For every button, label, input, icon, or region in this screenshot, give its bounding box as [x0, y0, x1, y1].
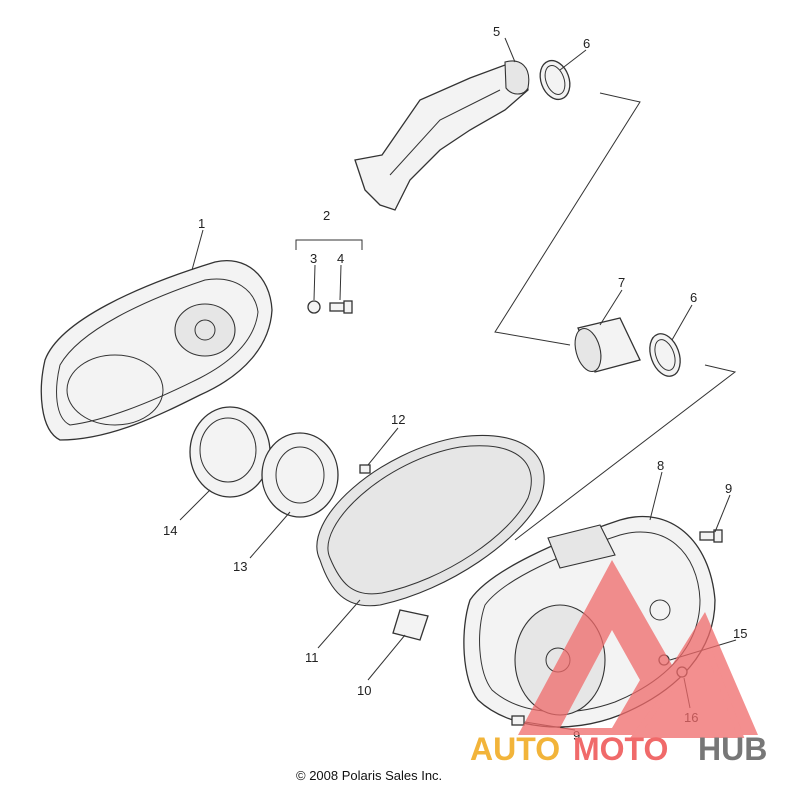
part-screw-12	[359, 464, 371, 474]
callout-6b: 6	[690, 290, 697, 305]
part-label	[392, 609, 429, 641]
callout-2: 2	[323, 208, 330, 223]
part-bolt-9-bottom	[511, 715, 525, 726]
callout-9a: 9	[725, 481, 732, 496]
callout-4: 4	[337, 251, 344, 266]
part-plate	[261, 432, 339, 518]
watermark-logo	[518, 560, 758, 738]
callout-3: 3	[310, 251, 317, 266]
svg-text:MOTO: MOTO	[573, 731, 668, 767]
callout-6a: 6	[583, 36, 590, 51]
part-clamp-top	[539, 59, 571, 101]
callout-10: 10	[357, 683, 371, 698]
watermark-text: AUTO MOTO HUB	[470, 731, 767, 767]
callout-labels: 1 2 3 4 5 6 6 7 8 9 9 10 11 12 13 14 15 …	[163, 24, 747, 743]
callout-1: 1	[198, 216, 205, 231]
part-intake-duct	[354, 60, 530, 211]
svg-text:AUTO: AUTO	[470, 731, 560, 767]
callout-11: 11	[305, 650, 319, 665]
callout-9b: 9	[573, 728, 580, 743]
callout-15: 15	[733, 626, 747, 641]
callout-12: 12	[391, 412, 405, 427]
callout-5: 5	[493, 24, 500, 39]
leader-sleeve	[514, 364, 737, 541]
leader-duct	[494, 92, 641, 346]
callout-7: 7	[618, 275, 625, 290]
part-belt	[316, 435, 545, 607]
part-seal	[189, 406, 271, 498]
part-bolt-4	[329, 300, 353, 314]
part-sleeve	[574, 317, 641, 373]
callout-13: 13	[233, 559, 247, 574]
part-inner-cover	[40, 260, 273, 441]
copyright-text: © 2008 Polaris Sales Inc.	[296, 768, 442, 783]
svg-text:HUB: HUB	[698, 731, 767, 767]
callout-8: 8	[657, 458, 664, 473]
callout-14: 14	[163, 523, 177, 538]
part-clamp-lower	[649, 333, 681, 377]
part-bolt-9-top	[699, 529, 723, 543]
part-washer	[307, 300, 321, 314]
